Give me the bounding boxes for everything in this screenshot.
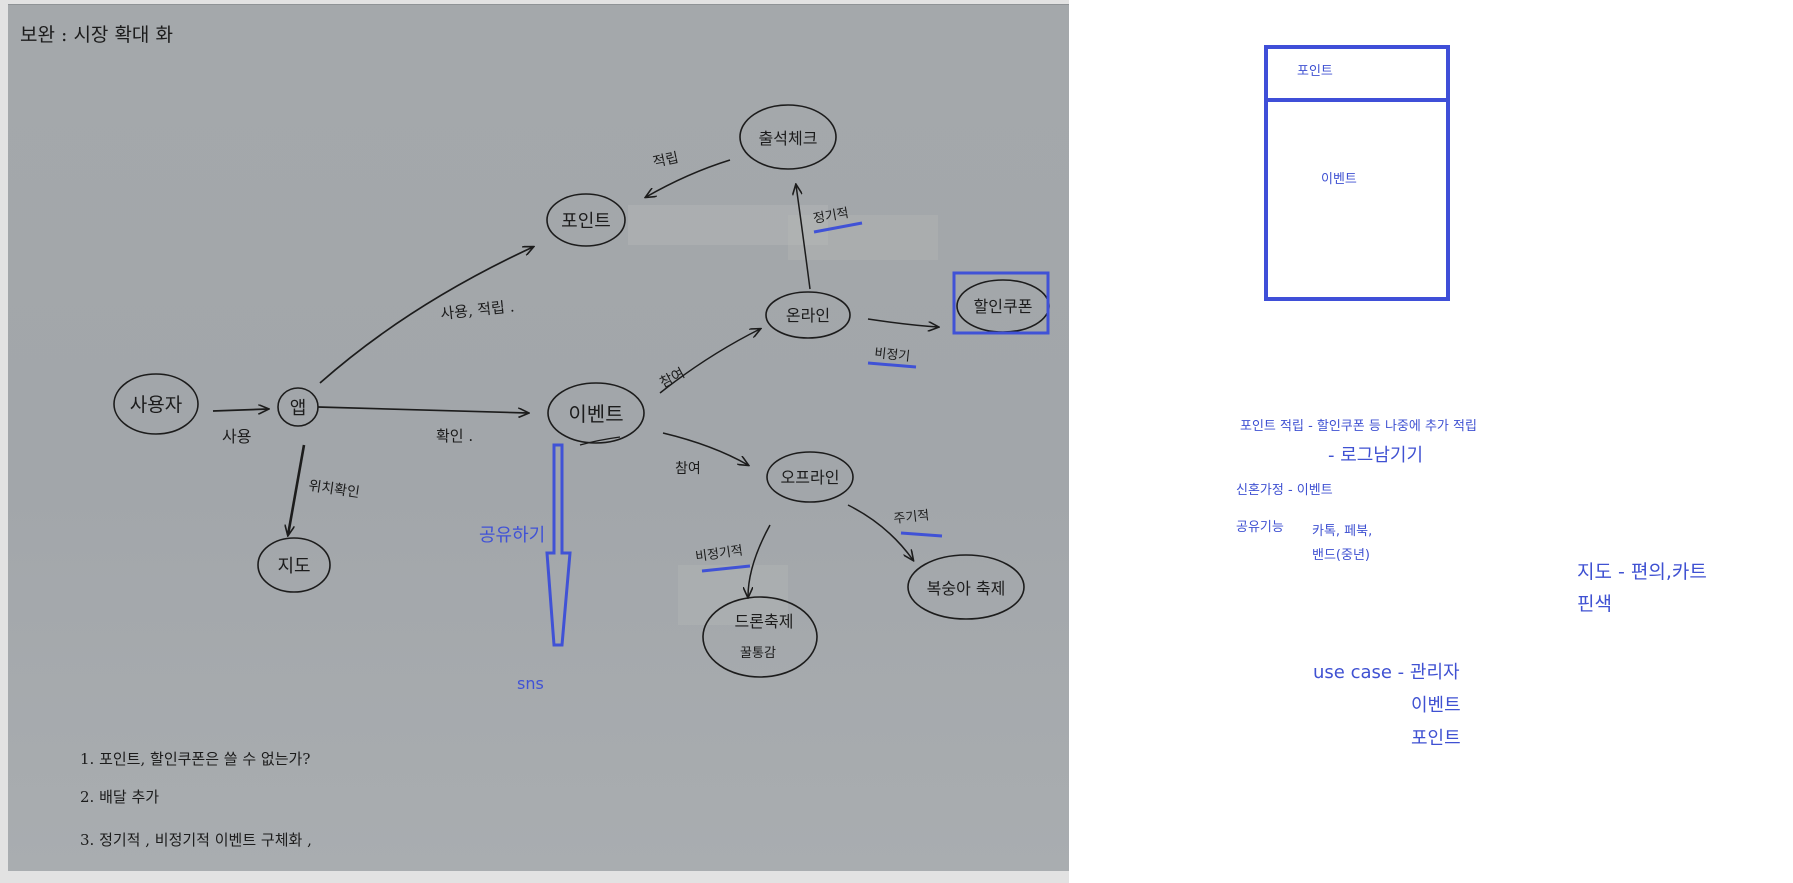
header-note: 보완 : 시장 확대 화 (20, 24, 173, 46)
node-attendance: 출석체크 (739, 104, 837, 170)
edge-label-periodic-1: 정기적 (812, 206, 850, 227)
edge-event-online (659, 329, 760, 394)
whiteboard-photo: 보완 : 시장 확대 화 사용자 앱 포인트 이벤트 지도 (8, 4, 1069, 871)
note-share-title: 공유기능 (1236, 520, 1284, 535)
node-event-label: 이벤트 (568, 402, 623, 426)
edge-event-offline (662, 432, 748, 465)
footnote-3: 3. 정기적 , 비정기적 이벤트 구체화 , (80, 831, 312, 849)
tape-mark (678, 565, 788, 625)
node-user: 사용자 (113, 373, 199, 435)
node-bokseunga-festival-label: 복숭아 축제 (927, 579, 1006, 598)
node-app: 앱 (277, 387, 319, 427)
node-map-label: 지도 (277, 556, 310, 577)
wireframe-divider (1264, 98, 1450, 102)
note-share-item-2: 밴드(중년) (1312, 548, 1370, 563)
edge-app-point (319, 247, 533, 384)
highlight-box (952, 271, 1050, 335)
edge-attendance-point (646, 159, 731, 197)
edge-app-map (288, 444, 306, 535)
note-log-line: - 로그남기기 (1328, 445, 1424, 466)
node-offline-label: 오프라인 (781, 468, 840, 487)
node-discount-coupon-label: 할인쿠폰 (974, 297, 1033, 316)
edge-label-nonperiodic-1: 비정기 (874, 346, 911, 365)
edge-app-event (317, 406, 528, 413)
node-app-label: 앱 (290, 398, 307, 419)
edge-label-check: 확인 . (436, 427, 473, 445)
edge-label-use: 사용 (222, 427, 251, 446)
note-usecase-item-1: 이벤트 (1411, 695, 1461, 716)
note-map-line-2: 핀색 (1577, 593, 1612, 615)
blue-underline (867, 361, 917, 369)
edge-offline-bokseunga (847, 504, 913, 560)
node-drone-festival-sublabel: 꿀통감 (740, 646, 776, 661)
blue-underline (701, 564, 751, 573)
tape-mark (788, 215, 938, 260)
footnote-2: 2. 배달 추가 (80, 788, 159, 806)
footnote-1: 1. 포인트, 할인쿠폰은 쓸 수 없는가? (80, 750, 310, 768)
node-map: 지도 (257, 537, 331, 593)
wireframe-box (1264, 45, 1450, 301)
edge-user-app (212, 409, 268, 411)
note-usecase-line: use case - 관리자 (1313, 662, 1460, 683)
wireframe-event-label: 이벤트 (1321, 172, 1357, 187)
stroke-mark (579, 436, 621, 446)
edge-label-participate-offline: 참여 (675, 461, 701, 477)
edge-label-periodic-2: 주기적 (893, 508, 930, 527)
node-point-label: 포인트 (561, 211, 611, 232)
edge-offline-drone (748, 524, 771, 597)
share-label: 공유하기 (479, 525, 545, 546)
whiteboard-photo-frame: 보완 : 시장 확대 화 사용자 앱 포인트 이벤트 지도 (0, 0, 1069, 883)
note-usecase-item-2: 포인트 (1411, 728, 1461, 749)
tape-mark (628, 205, 828, 245)
wireframe-point-label: 포인트 (1297, 64, 1333, 79)
note-map-line-1: 지도 - 편의,카트 (1577, 561, 1707, 583)
node-online-label: 온라인 (786, 306, 830, 325)
blue-underline (900, 531, 943, 538)
edge-label-save: 적립 (652, 150, 681, 171)
node-event: 이벤트 (547, 382, 645, 444)
node-discount-coupon: 할인쿠폰 (956, 279, 1050, 333)
edge-label-use-save: 사용, 적립 . (440, 297, 516, 323)
edge-label-participate-online: 참여 (657, 365, 687, 391)
blue-underline (813, 221, 863, 234)
note-newlywed-line: 신혼가정 - 이벤트 (1236, 483, 1333, 498)
edge-online-coupon (867, 318, 938, 327)
node-bokseunga-festival: 복숭아 축제 (907, 554, 1025, 620)
share-arrow-icon (545, 443, 572, 647)
diagram-canvas: 보완 : 시장 확대 화 사용자 앱 포인트 이벤트 지도 (20, 24, 1050, 849)
note-share-item-1: 카톡, 페북, (1312, 524, 1373, 539)
sns-label: sns (517, 674, 544, 693)
node-drone-festival-label: 드론축제 (735, 612, 794, 631)
edge-online-attendance (796, 185, 811, 290)
node-attendance-label: 출석체크 (759, 129, 818, 148)
node-online: 온라인 (765, 291, 851, 339)
node-user-label: 사용자 (130, 394, 182, 416)
edge-label-location-check: 위치확인 (307, 478, 360, 501)
node-offline: 오프라인 (766, 451, 854, 503)
node-drone-festival: 드론축제 꿀통감 (702, 596, 818, 678)
edge-label-nonperiodic-2: 비정기적 (694, 543, 743, 565)
node-point: 포인트 (546, 193, 626, 247)
note-point-line: 포인트 적립 - 할인쿠폰 등 나중에 추가 적립 (1240, 419, 1477, 434)
